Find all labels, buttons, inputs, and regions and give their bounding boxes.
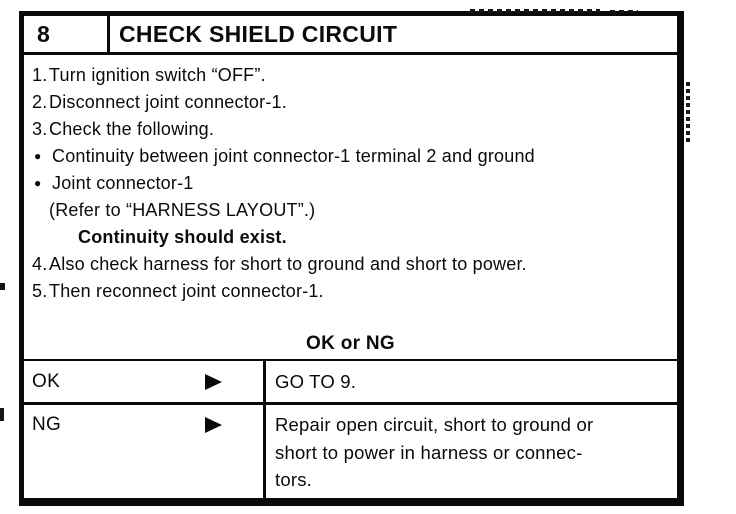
bullet-icon: ● [34, 149, 42, 163]
scan-artifact [0, 408, 4, 421]
step-number: 8 [37, 20, 51, 47]
bullet-item: ● Continuity between joint connector-1 t… [24, 143, 677, 170]
bullet-text: Continuity between joint connector-1 ter… [52, 146, 535, 166]
result-action-text: GO TO 9. [275, 370, 357, 392]
bullet-item: ● Joint connector-1 [24, 170, 677, 197]
result-label-cell: OK [24, 361, 266, 402]
procedure-step: 5. Then reconnect joint connector-1. [24, 278, 677, 305]
reference-note: (Refer to “HARNESS LAYOUT”.) [49, 200, 316, 220]
step-title: CHECK SHIELD CIRCUIT [119, 20, 398, 47]
step-marker: 3. [32, 119, 48, 139]
arrow-right-icon [205, 373, 222, 390]
result-label-cell: NG [24, 405, 266, 498]
result-action-text: tors. [275, 469, 312, 490]
procedure-cell: 1. Turn ignition switch “OFF”. 2. Discon… [24, 55, 677, 359]
expected-result-text: Continuity should exist. [78, 227, 287, 247]
result-action-cell: GO TO 9. [266, 361, 677, 402]
step-text: Check the following. [49, 119, 215, 139]
step-marker: 5. [32, 281, 48, 301]
step-text: Disconnect joint connector-1. [49, 92, 287, 112]
procedure-step: 4. Also check harness for short to groun… [24, 251, 677, 278]
scan-artifact [0, 283, 5, 290]
step-marker: 4. [32, 254, 48, 274]
table-header-row: 8 CHECK SHIELD CIRCUIT [24, 16, 677, 55]
result-row-ok: OK GO TO 9. [24, 359, 677, 402]
step-number-cell: 8 [24, 16, 110, 52]
result-action-cell: Repair open circuit, short to ground or … [266, 405, 677, 498]
bullet-icon: ● [34, 176, 42, 190]
step-marker: 1. [32, 65, 48, 85]
result-row-ng: NG Repair open circuit, short to ground … [24, 402, 677, 498]
verdict-label: OK or NG [306, 333, 395, 354]
scan-artifact [686, 80, 690, 142]
step-text: Also check harness for short to ground a… [49, 254, 527, 274]
step-text: Turn ignition switch “OFF”. [49, 65, 266, 85]
diagnostic-step-table: 8 CHECK SHIELD CIRCUIT 1. Turn ignition … [19, 11, 684, 506]
arrow-right-icon [205, 417, 222, 433]
step-marker: 2. [32, 92, 48, 112]
procedure-step: 2. Disconnect joint connector-1. [24, 89, 677, 116]
procedure-step: 1. Turn ignition switch “OFF”. [24, 62, 677, 89]
step-title-cell: CHECK SHIELD CIRCUIT [110, 16, 677, 52]
result-action-text: short to power in harness or connec- [275, 441, 583, 463]
result-label-ok: OK [32, 370, 61, 392]
procedure-step: 3. Check the following. [24, 116, 677, 143]
result-action-text: Repair open circuit, short to ground or [275, 414, 594, 435]
result-label-ng: NG [32, 414, 62, 435]
bullet-text: Joint connector-1 [52, 173, 194, 193]
step-text: Then reconnect joint connector-1. [49, 281, 324, 301]
